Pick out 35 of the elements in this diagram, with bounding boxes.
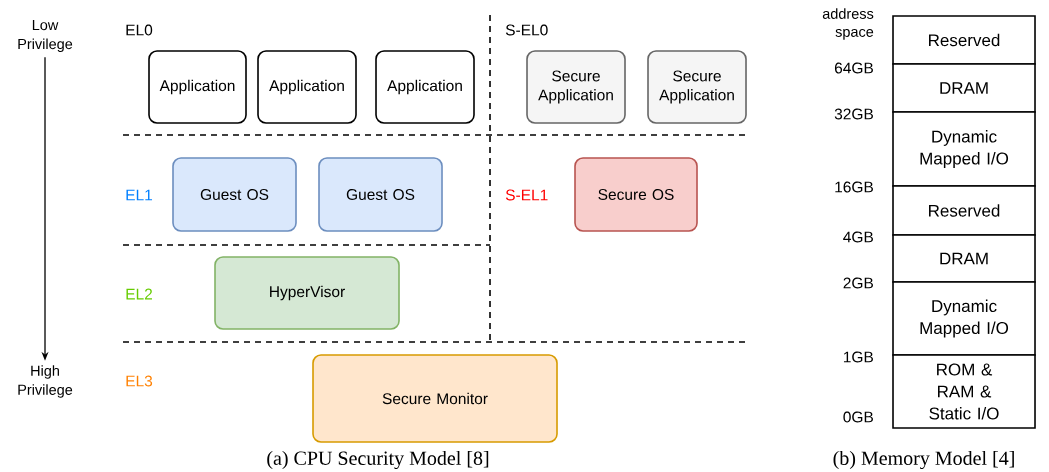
secure-os-box: Secure OS	[574, 157, 698, 232]
memory-region-box: Dynamic Mapped I/O	[892, 281, 1036, 356]
caption: (b) Memory Model [4]	[833, 450, 1014, 470]
address-label: 32GB	[834, 108, 873, 120]
level-label: EL3	[126, 375, 153, 387]
address-label: 1GB	[843, 351, 873, 363]
address-label: 4GB	[843, 231, 873, 243]
memory-region-box: Dynamic Mapped I/O	[892, 111, 1036, 187]
guest-os-box: Guest OS	[318, 157, 443, 232]
privilege-label: Low Privilege	[18, 20, 73, 52]
caption: (a) CPU Security Model [8]	[267, 450, 489, 470]
level-label: EL1	[126, 189, 152, 201]
memory-region-box: DRAM	[892, 63, 1036, 113]
level-label: EL0	[126, 24, 153, 36]
address-label: 64GB	[834, 62, 873, 74]
axis-label: address space	[822, 8, 874, 40]
secure-application-box: Secure Application	[526, 50, 626, 124]
memory-region-box: Reserved	[892, 185, 1036, 236]
secure-monitor-box: Secure Monitor	[312, 354, 558, 443]
address-label: 2GB	[843, 277, 873, 289]
application-box: Application	[257, 50, 357, 124]
level-label: EL2	[126, 288, 152, 300]
guest-os-box: Guest OS	[172, 157, 297, 232]
memory-region-box: Reserved	[892, 15, 1036, 65]
privilege-label: High Privilege	[18, 365, 73, 398]
address-label: 16GB	[835, 181, 873, 193]
address-label: 0GB	[843, 411, 873, 423]
secure-application-box: Secure Application	[647, 50, 747, 124]
application-box: Application	[148, 50, 247, 124]
level-label: S-EL0	[505, 24, 548, 36]
level-label: S-EL1	[505, 189, 548, 201]
memory-region-box: DRAM	[892, 234, 1036, 283]
application-box: Application	[375, 50, 475, 124]
memory-region-box: ROM & RAM & Static I/O	[892, 354, 1036, 429]
hypervisor-box: HyperVisor	[214, 256, 400, 330]
